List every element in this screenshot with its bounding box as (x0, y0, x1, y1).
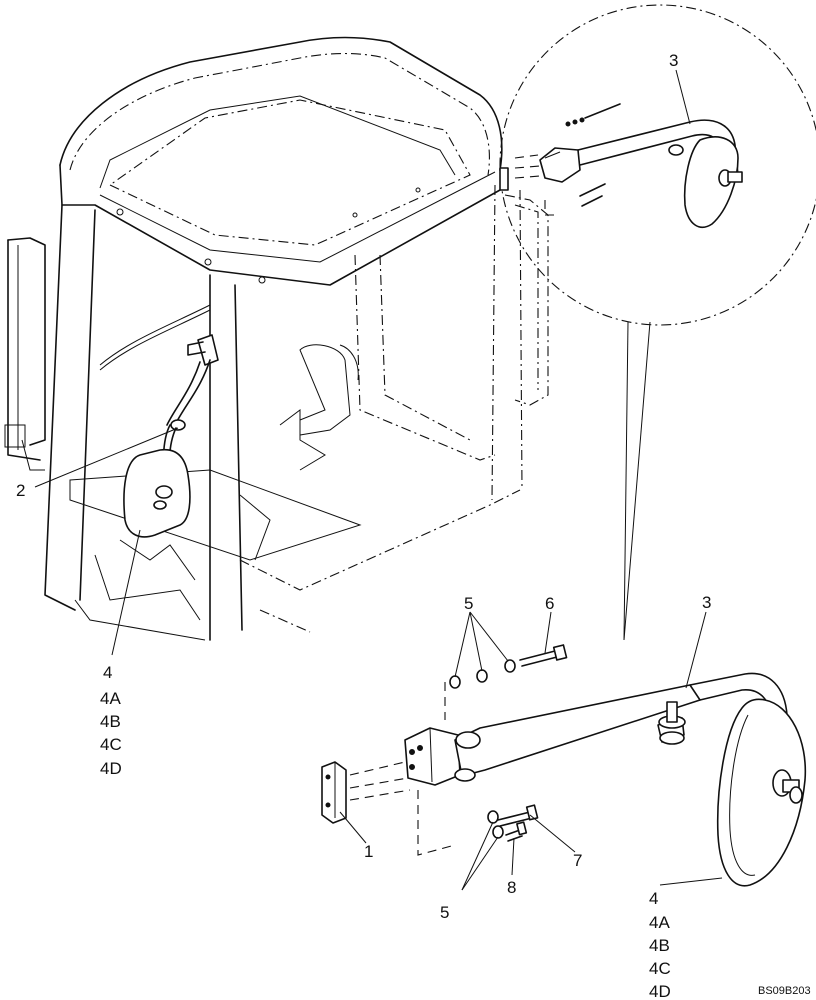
callout-5-bottom: 5 (440, 903, 449, 922)
detail-view-circle (499, 4, 816, 641)
left-variant-4b: 4B (100, 712, 121, 731)
left-variant-4c: 4C (100, 735, 122, 754)
callout-labels: 2 3 3 5 6 1 7 8 5 4 4A 4B 4C 4D 4 4A 4B … (16, 51, 811, 1000)
callout-3-detail: 3 (669, 51, 678, 70)
right-variant-4c: 4C (649, 959, 671, 978)
right-variant-4d: 4D (649, 982, 671, 1000)
left-variant-4: 4 (103, 663, 112, 682)
leader-lines (34, 69, 723, 891)
left-variant-4d: 4D (100, 759, 122, 778)
right-variant-4: 4 (649, 889, 658, 908)
left-variant-4a: 4A (100, 689, 121, 708)
callout-6: 6 (545, 594, 554, 613)
right-variant-4a: 4A (649, 913, 670, 932)
callout-5-top: 5 (464, 594, 473, 613)
right-variant-4b: 4B (649, 936, 670, 955)
callout-3-main: 3 (702, 593, 711, 612)
callout-2: 2 (16, 481, 25, 500)
callout-7: 7 (573, 851, 582, 870)
exploded-mirror-assembly (321, 644, 807, 887)
callout-1: 1 (364, 842, 373, 861)
cab-mounted-mirror (123, 334, 219, 538)
callout-8: 8 (507, 878, 516, 897)
drawing-code: BS09B203 (758, 985, 811, 997)
cab-frame (4, 36, 549, 641)
